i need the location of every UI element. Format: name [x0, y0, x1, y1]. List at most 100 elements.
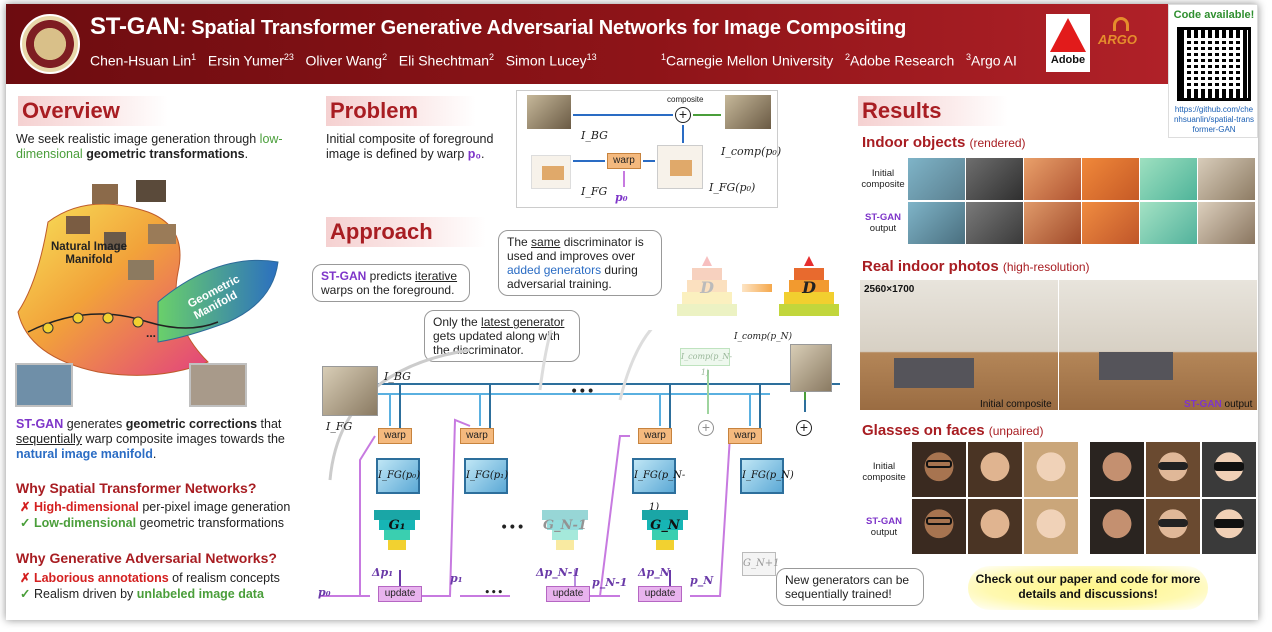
why-gan-text: of realism concepts: [168, 571, 280, 585]
indoor-thumb: [908, 158, 965, 200]
overview-text: generates: [63, 417, 126, 431]
problem-text-main: Initial composite of foreground image is…: [326, 132, 494, 161]
approach-text: discriminator is used and improves over: [507, 235, 644, 263]
author-name: Eli Shechtman: [398, 52, 490, 69]
author-name: Simon Lucey: [505, 52, 587, 69]
problem-p0-label: p₀: [615, 191, 628, 204]
indoor-thumb: [1198, 158, 1255, 200]
indoor-title: Indoor objects (rendered): [862, 134, 1026, 151]
overview-bold: geometric corrections: [125, 417, 258, 431]
initial-composite-label: Initial composite: [980, 399, 1052, 410]
real-title-text: Real indoor photos: [862, 258, 999, 275]
problem-text-end: .: [481, 147, 485, 161]
overview-blue: natural image manifold: [16, 447, 153, 461]
problem-heading: Problem: [326, 96, 476, 126]
why-stn-item-1: ✗ High-dimensional per-pixel image gener…: [20, 500, 290, 515]
real-title-paren: (high-resolution): [1002, 260, 1090, 274]
indoor-thumb: [1082, 158, 1139, 200]
generator-label: G_N-1: [543, 518, 587, 533]
why-stn-text: geometric transformations: [136, 516, 285, 530]
author-list: Chen-Hsuan Lin1 Ersin Yumer23 Oliver Wan…: [90, 52, 597, 69]
qr-code-icon[interactable]: [1177, 27, 1251, 101]
sofa-shape: [894, 358, 974, 388]
glasses-results-grid: [912, 442, 1258, 554]
approach-ibg-label: I_BG: [384, 370, 411, 383]
problem-warp-box: warp: [607, 153, 641, 169]
sunglasses-icon: [1158, 462, 1188, 470]
fg-photo: [531, 155, 571, 189]
adobe-logo-text: Adobe: [1050, 54, 1086, 66]
approach-blue: added generators: [507, 263, 602, 277]
pN1-label: p_N-1: [592, 576, 628, 589]
author-sup: 1: [191, 52, 197, 62]
approach-text: The: [507, 235, 532, 249]
why-stn-item-2: ✓ Low-dimensional geometric transformati…: [20, 516, 284, 531]
argo-logo-text: ARGO: [1098, 32, 1137, 47]
indoor-thumb: [1198, 202, 1255, 244]
stgan-output-name: ST-GAN: [1184, 399, 1222, 410]
indoor-title-text: Indoor objects: [862, 134, 966, 151]
oplus-icon: +: [698, 420, 714, 436]
row-label-stgan-output: output: [869, 223, 897, 234]
approach-text: warps on the foreground.: [321, 283, 455, 297]
glasses-row-initial: Initial composite: [862, 461, 906, 483]
approach-text: predicts: [366, 269, 416, 283]
indoor-thumb: [966, 158, 1023, 200]
indoor-thumb: [1024, 202, 1081, 244]
approach-ifg-label: I_FG: [326, 420, 353, 433]
indoor-title-paren: (rendered): [969, 136, 1026, 150]
indoor-results-grid: [908, 158, 1256, 244]
results-heading: Results: [858, 96, 1008, 126]
problem-ibg-label: I_BG: [581, 129, 608, 142]
overview-intro-bold: geometric transformations: [86, 147, 245, 161]
dpN1-label: Δp_N-1: [536, 566, 580, 579]
poster-title: ST-GAN: Spatial Transformer Generative A…: [90, 13, 906, 41]
real-initial-photo: [860, 280, 1058, 410]
code-box: Code available! https://github.com/chenh…: [1168, 4, 1258, 138]
indoor-thumb: [1140, 202, 1197, 244]
overview-intro-green: low-dimensional: [16, 132, 283, 161]
glasses-row-stgan-output: output: [870, 527, 898, 538]
icomp-N-label: I_comp(p_N): [734, 332, 792, 342]
title-rest: : Spatial Transformer Generative Adversa…: [179, 17, 907, 39]
warped-fg-photo: [657, 145, 703, 189]
p1-label: p₁: [450, 572, 463, 585]
overview-heading: Overview: [18, 96, 168, 126]
check-icon: ✓: [20, 516, 31, 530]
overview-end: .: [152, 447, 157, 461]
check-icon: ✓: [20, 587, 31, 601]
problem-ifg-label: I_FG: [581, 185, 608, 198]
affiliation-list: 1Carnegie Mellon University 2Adobe Resea…: [661, 52, 1017, 69]
fg-box-p0: I_FG(p₀): [376, 458, 420, 494]
stgan-output-text: output: [1221, 399, 1253, 410]
call-to-action: Check out our paper and code for more de…: [968, 566, 1208, 610]
row-label-stgan-name: ST-GAN: [865, 212, 901, 223]
code-url-link[interactable]: https://github.com/chenhsuanlin/spatial-…: [1173, 105, 1255, 134]
pN-label: p_N: [690, 574, 714, 587]
fg-box-p1: I_FG(p₁): [464, 458, 508, 494]
indoor-thumb: [1140, 158, 1197, 200]
sofa-shape: [1099, 352, 1173, 380]
problem-p0: p₀: [467, 147, 482, 161]
generator-GN: G_N: [642, 510, 688, 552]
approach-text: during adversarial training.: [507, 263, 638, 291]
resolution-label: 2560×1700: [864, 284, 915, 295]
overview-intro-end: .: [244, 147, 249, 161]
generator-G1: G₁: [374, 510, 420, 552]
author-sup: 2: [489, 52, 495, 62]
why-gan-text: Realism driven by: [33, 587, 137, 601]
update-box-2: update: [546, 586, 590, 602]
code-title: Code available!: [1173, 9, 1255, 21]
discriminator-arrow-icon: [742, 284, 772, 292]
glasses-icon: [926, 517, 952, 525]
bottom-dots: •••: [484, 586, 504, 599]
bg-photo: [527, 95, 571, 129]
affil-sup: 3: [965, 52, 971, 62]
overview-underline: sequentially: [16, 432, 83, 446]
author-name: Ersin Yumer: [207, 52, 284, 69]
approach-underline: iterative: [415, 269, 458, 283]
approach-bubble-2: The same discriminator is used and impro…: [498, 230, 662, 296]
approach-heading: Approach: [326, 217, 486, 247]
composite-output-photo: [790, 344, 832, 392]
overview-text: that: [257, 417, 282, 431]
